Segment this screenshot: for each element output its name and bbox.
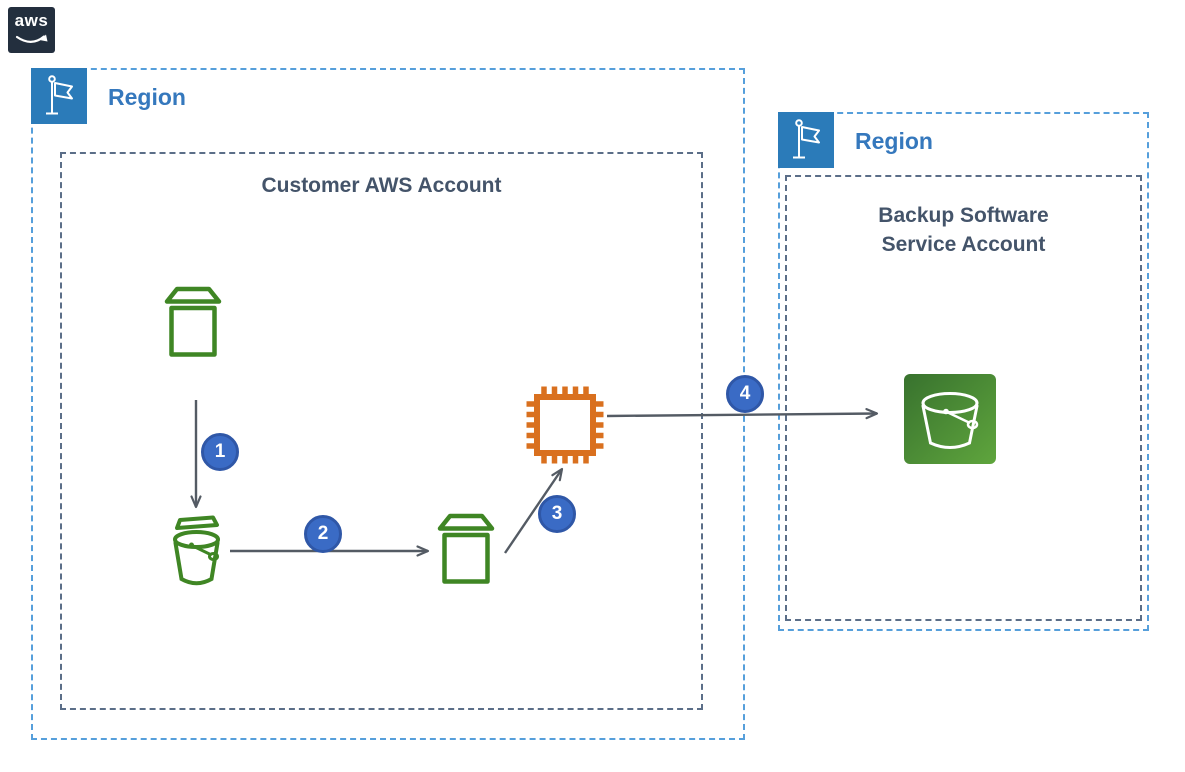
- s3-bucket-outline-icon: [164, 286, 222, 357]
- aws-logo-text: aws: [14, 11, 49, 30]
- aws-logo: aws: [8, 7, 55, 53]
- step-badge-4: 4: [726, 375, 764, 413]
- step-badge-3: 3: [538, 495, 576, 533]
- region-flag-icon: [778, 112, 834, 168]
- region-label: Region: [108, 84, 186, 110]
- flag-icon: [46, 75, 73, 115]
- chip-pins: [526, 386, 604, 464]
- processor-chip-icon: [526, 386, 604, 464]
- backup-account-label-line1: Backup Software: [878, 204, 1049, 227]
- region-box-right: [778, 112, 1149, 631]
- flag-icon: [793, 119, 820, 159]
- region-label: Region: [855, 128, 933, 154]
- backup-service-account-box: [785, 175, 1142, 621]
- s3-bucket-with-objects-outline-icon: [173, 515, 220, 586]
- s3-bucket-filled-icon: [904, 374, 996, 464]
- region-flag-icon: [31, 68, 87, 124]
- customer-account-box: [60, 152, 703, 710]
- s3-bucket-outline-icon: [437, 513, 495, 584]
- aws-smile-arrow-icon: [15, 34, 48, 43]
- backup-service-account-label: Backup Software Service Account: [785, 201, 1142, 259]
- step-badge-1: 1: [201, 433, 239, 471]
- step-badge-2: 2: [304, 515, 342, 553]
- backup-account-label-line2: Service Account: [881, 233, 1046, 256]
- customer-account-label: Customer AWS Account: [261, 174, 502, 197]
